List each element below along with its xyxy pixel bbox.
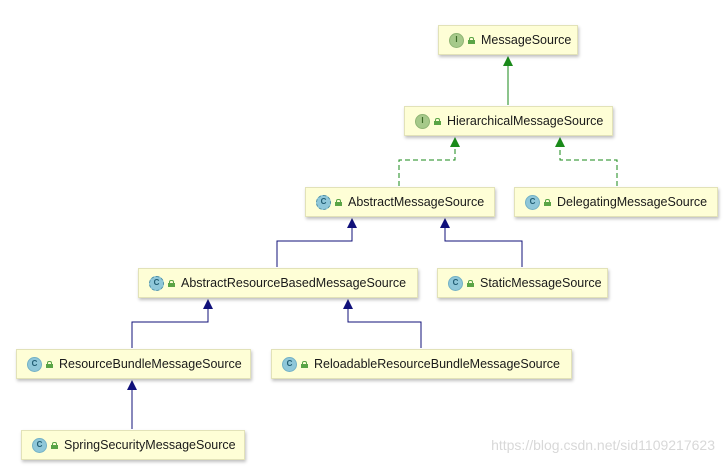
node-spring-security-message-source[interactable]: C SpringSecurityMessageSource [21,430,245,460]
node-label: ReloadableResourceBundleMessageSource [314,357,560,371]
edge-resourcebundle-to-abstractresourcebased [131,309,209,348]
edge-arrowhead [127,380,137,390]
class-icon: C [448,275,463,291]
node-label: DelegatingMessageSource [557,195,708,209]
node-abstract-message-source[interactable]: C AbstractMessageSource [305,187,495,217]
node-label: AbstractMessageSource [348,195,485,209]
edge-arrowhead [347,218,357,228]
class-icon: C [282,356,297,372]
node-label: HierarchicalMessageSource [447,114,604,128]
edge-static-to-abstractmessagesource [444,228,523,267]
interface-icon: I [415,113,430,129]
public-lock-icon [301,360,308,368]
edge-delegating-to-hierarchical [559,147,618,186]
node-abstract-resource-based-message-source[interactable]: C AbstractResourceBasedMessageSource [138,268,418,298]
edge-reloadable-to-abstractresourcebased [347,309,422,348]
public-lock-icon [168,279,175,287]
public-lock-icon [544,198,551,206]
public-lock-icon [434,117,441,125]
public-lock-icon [467,279,474,287]
public-lock-icon [46,360,53,368]
edge-arrowhead [503,56,513,66]
node-delegating-message-source[interactable]: C DelegatingMessageSource [514,187,718,217]
public-lock-icon [335,198,342,206]
abstract-class-icon: C [149,275,164,291]
class-icon: C [32,437,47,453]
edge-abstractresourcebased-to-abstractmessagesource [276,228,353,267]
edge-arrowhead [440,218,450,228]
node-label: StaticMessageSource [480,276,602,290]
interface-icon: I [449,32,464,48]
class-icon: C [27,356,42,372]
node-label: SpringSecurityMessageSource [64,438,236,452]
edge-arrowhead [343,299,353,309]
node-static-message-source[interactable]: C StaticMessageSource [437,268,608,298]
class-icon: C [525,194,540,210]
node-label: MessageSource [481,33,572,47]
abstract-class-icon: C [316,194,331,210]
node-label: ResourceBundleMessageSource [59,357,242,371]
node-message-source[interactable]: I MessageSource [438,25,578,55]
node-label: AbstractResourceBasedMessageSource [181,276,407,290]
watermark: https://blog.csdn.net/sid1109217623 [491,437,715,453]
public-lock-icon [468,36,475,44]
node-reloadable-resource-bundle-message-source[interactable]: C ReloadableResourceBundleMessageSource [271,349,572,379]
edge-arrowhead [203,299,213,309]
edge-abstractmessagesource-to-hierarchical [398,147,456,186]
edge-arrowhead [450,137,460,147]
edge-arrowhead [555,137,565,147]
public-lock-icon [51,441,58,449]
node-hierarchical-message-source[interactable]: I HierarchicalMessageSource [404,106,613,136]
node-resource-bundle-message-source[interactable]: C ResourceBundleMessageSource [16,349,251,379]
